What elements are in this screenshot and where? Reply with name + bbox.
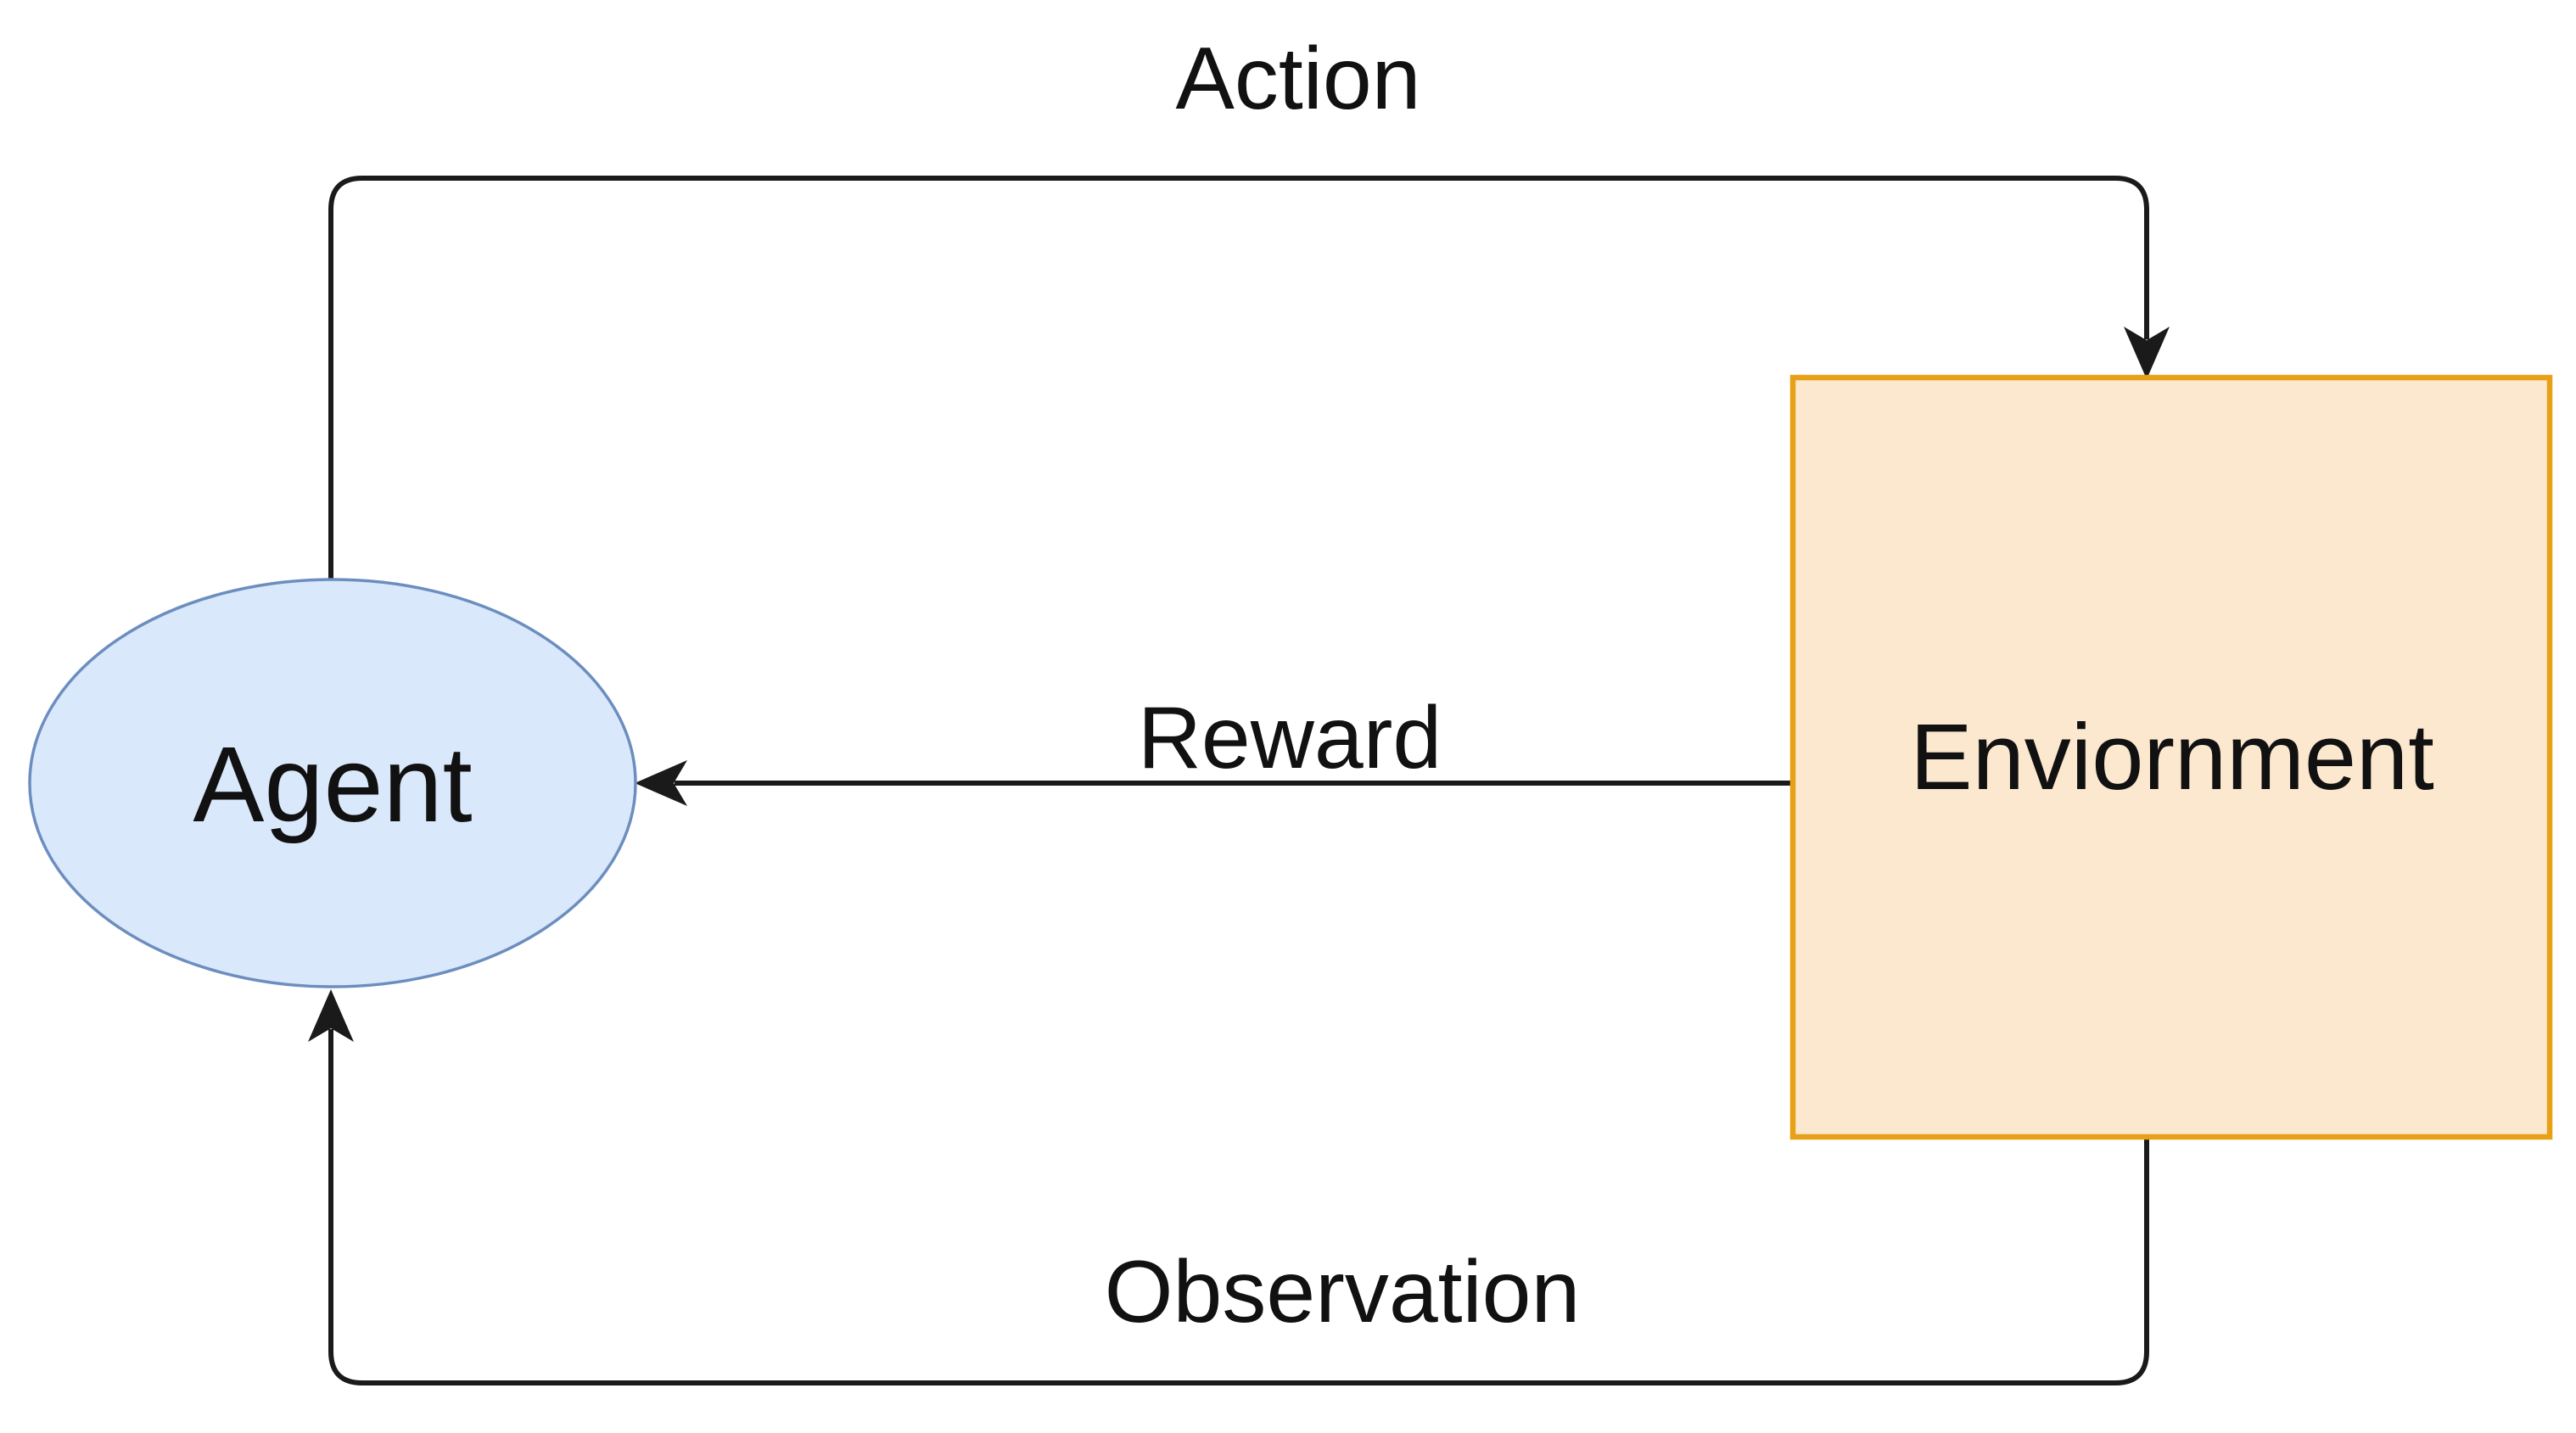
reward-arrowhead-icon (635, 760, 687, 806)
action-arrowhead-icon (2124, 327, 2170, 379)
action-edge (328, 176, 2149, 579)
observation-arrowhead-icon (308, 989, 354, 1042)
observation-edge-label: Observation (1105, 1243, 1581, 1341)
environment-label: Enviornment (1910, 705, 2434, 809)
action-edge-label: Action (1175, 30, 1420, 128)
reward-edge-label: Reward (1138, 689, 1442, 787)
observation-edge (328, 1029, 2149, 1385)
environment-node (1789, 374, 2553, 1140)
agent-label: Agent (193, 725, 472, 844)
agent-node (28, 578, 637, 988)
